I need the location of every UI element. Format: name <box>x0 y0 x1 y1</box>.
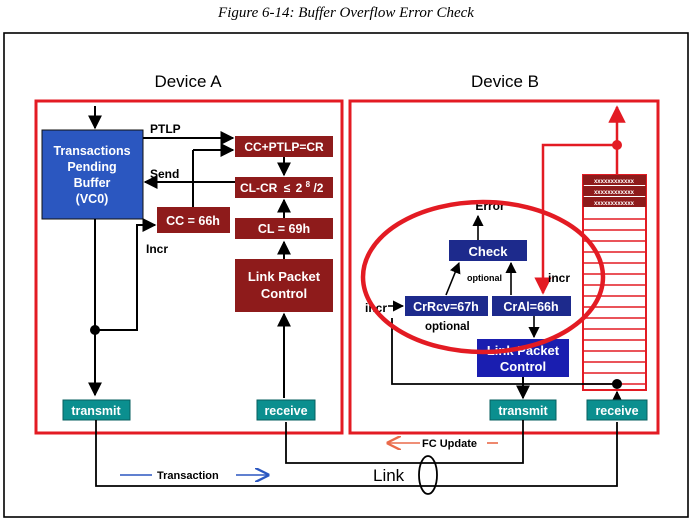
cl-cr-le: ≤ <box>284 181 291 195</box>
buffer-fill-text-1: xxxxxxxxxxxx <box>594 179 635 185</box>
cc-ptlp-cr-box <box>235 136 333 157</box>
buffer-fill-text-2: xxxxxxxxxxxx <box>594 190 635 196</box>
link-label: Link <box>373 466 405 485</box>
ptlp-label: PTLP <box>150 122 181 136</box>
receive-buffer: xxxxxxxxxxxx xxxxxxxxxxxx xxxxxxxxxxxx <box>582 174 647 391</box>
optional-upper-label: optional <box>467 273 502 283</box>
cl-box <box>235 218 333 239</box>
lpc-a-line-1: Link Packet <box>248 269 321 284</box>
device-b-title: Device B <box>471 72 539 91</box>
cl-cr-exp: 8 <box>306 180 311 189</box>
receive-b <box>586 399 648 421</box>
check-box-text: Check <box>468 244 508 259</box>
cl-cr-text: CL-CR ≤ 2 8 /2 <box>240 176 324 195</box>
tpb-line-4: (VC0) <box>76 192 109 206</box>
cc-ptlp-cr-text: CC+PTLP=CR <box>244 140 324 154</box>
crrcv-box <box>405 296 488 316</box>
tpb-line-3: Buffer <box>74 176 111 190</box>
error-check-highlight <box>360 199 606 355</box>
figure-caption: Figure 6-14: Buffer Overflow Error Check <box>217 5 474 21</box>
tpb-line-1: Transactions <box>53 144 130 158</box>
lpc-b-line-2: Control <box>500 359 546 374</box>
link-wire-fc-update <box>285 420 524 464</box>
tpb-line-2: Pending <box>67 160 116 174</box>
cral-box-text: CrAl=66h <box>503 300 558 314</box>
receive-b-label: receive <box>595 404 638 418</box>
lpc-a-line-2: Control <box>261 286 307 301</box>
transaction-label: Transaction <box>157 470 219 482</box>
device-b-border <box>348 99 660 435</box>
incr-label-right: incr <box>548 271 570 285</box>
transactions-pending-buffer <box>41 129 144 220</box>
receive-a <box>256 399 316 421</box>
link-packet-control-a <box>235 259 333 312</box>
cl-cr-base: 2 <box>296 181 303 195</box>
lpc-b-line-1: Link Packet <box>487 343 560 358</box>
device-a-title: Device A <box>154 72 222 91</box>
device-a-border <box>34 99 344 435</box>
buffer-filled-row-2 <box>583 186 646 196</box>
link-wire-transaction <box>95 420 618 487</box>
optional-lower-label: optional <box>425 321 470 333</box>
crrcv-box-text: CrRcv=67h <box>413 300 479 314</box>
crrcv-to-check-arrow <box>445 261 461 296</box>
receive-loop-line <box>391 318 617 385</box>
buffer-fill-text-3: xxxxxxxxxxxx <box>594 201 635 207</box>
fc-update-label: FC Update <box>422 438 477 450</box>
cl-cr-suffix: /2 <box>313 181 323 195</box>
link-packet-control-b <box>477 339 569 377</box>
check-box <box>449 240 527 261</box>
red-incr-arrow <box>534 143 617 295</box>
cl-box-text: CL = 69h <box>258 222 310 236</box>
cl-cr-box <box>235 177 333 198</box>
transmit-a-label: transmit <box>71 404 121 418</box>
buffer-row-lines <box>583 218 646 385</box>
incr-arrow-a <box>95 218 157 331</box>
receive-a-label: receive <box>264 404 307 418</box>
send-label: Send <box>150 167 179 181</box>
cc-box <box>157 207 230 233</box>
buffer-filled-row-1 <box>583 175 646 185</box>
cl-cr-prefix: CL-CR <box>240 181 278 195</box>
cral-box <box>492 296 571 316</box>
link-bundle-ellipse <box>418 455 438 495</box>
cc-box-text: CC = 66h <box>166 214 220 228</box>
outer-frame <box>3 32 689 518</box>
buffer-filled-row-3 <box>583 197 646 207</box>
transmit-b-label: transmit <box>498 404 548 418</box>
incr-label-a: Incr <box>146 242 168 256</box>
